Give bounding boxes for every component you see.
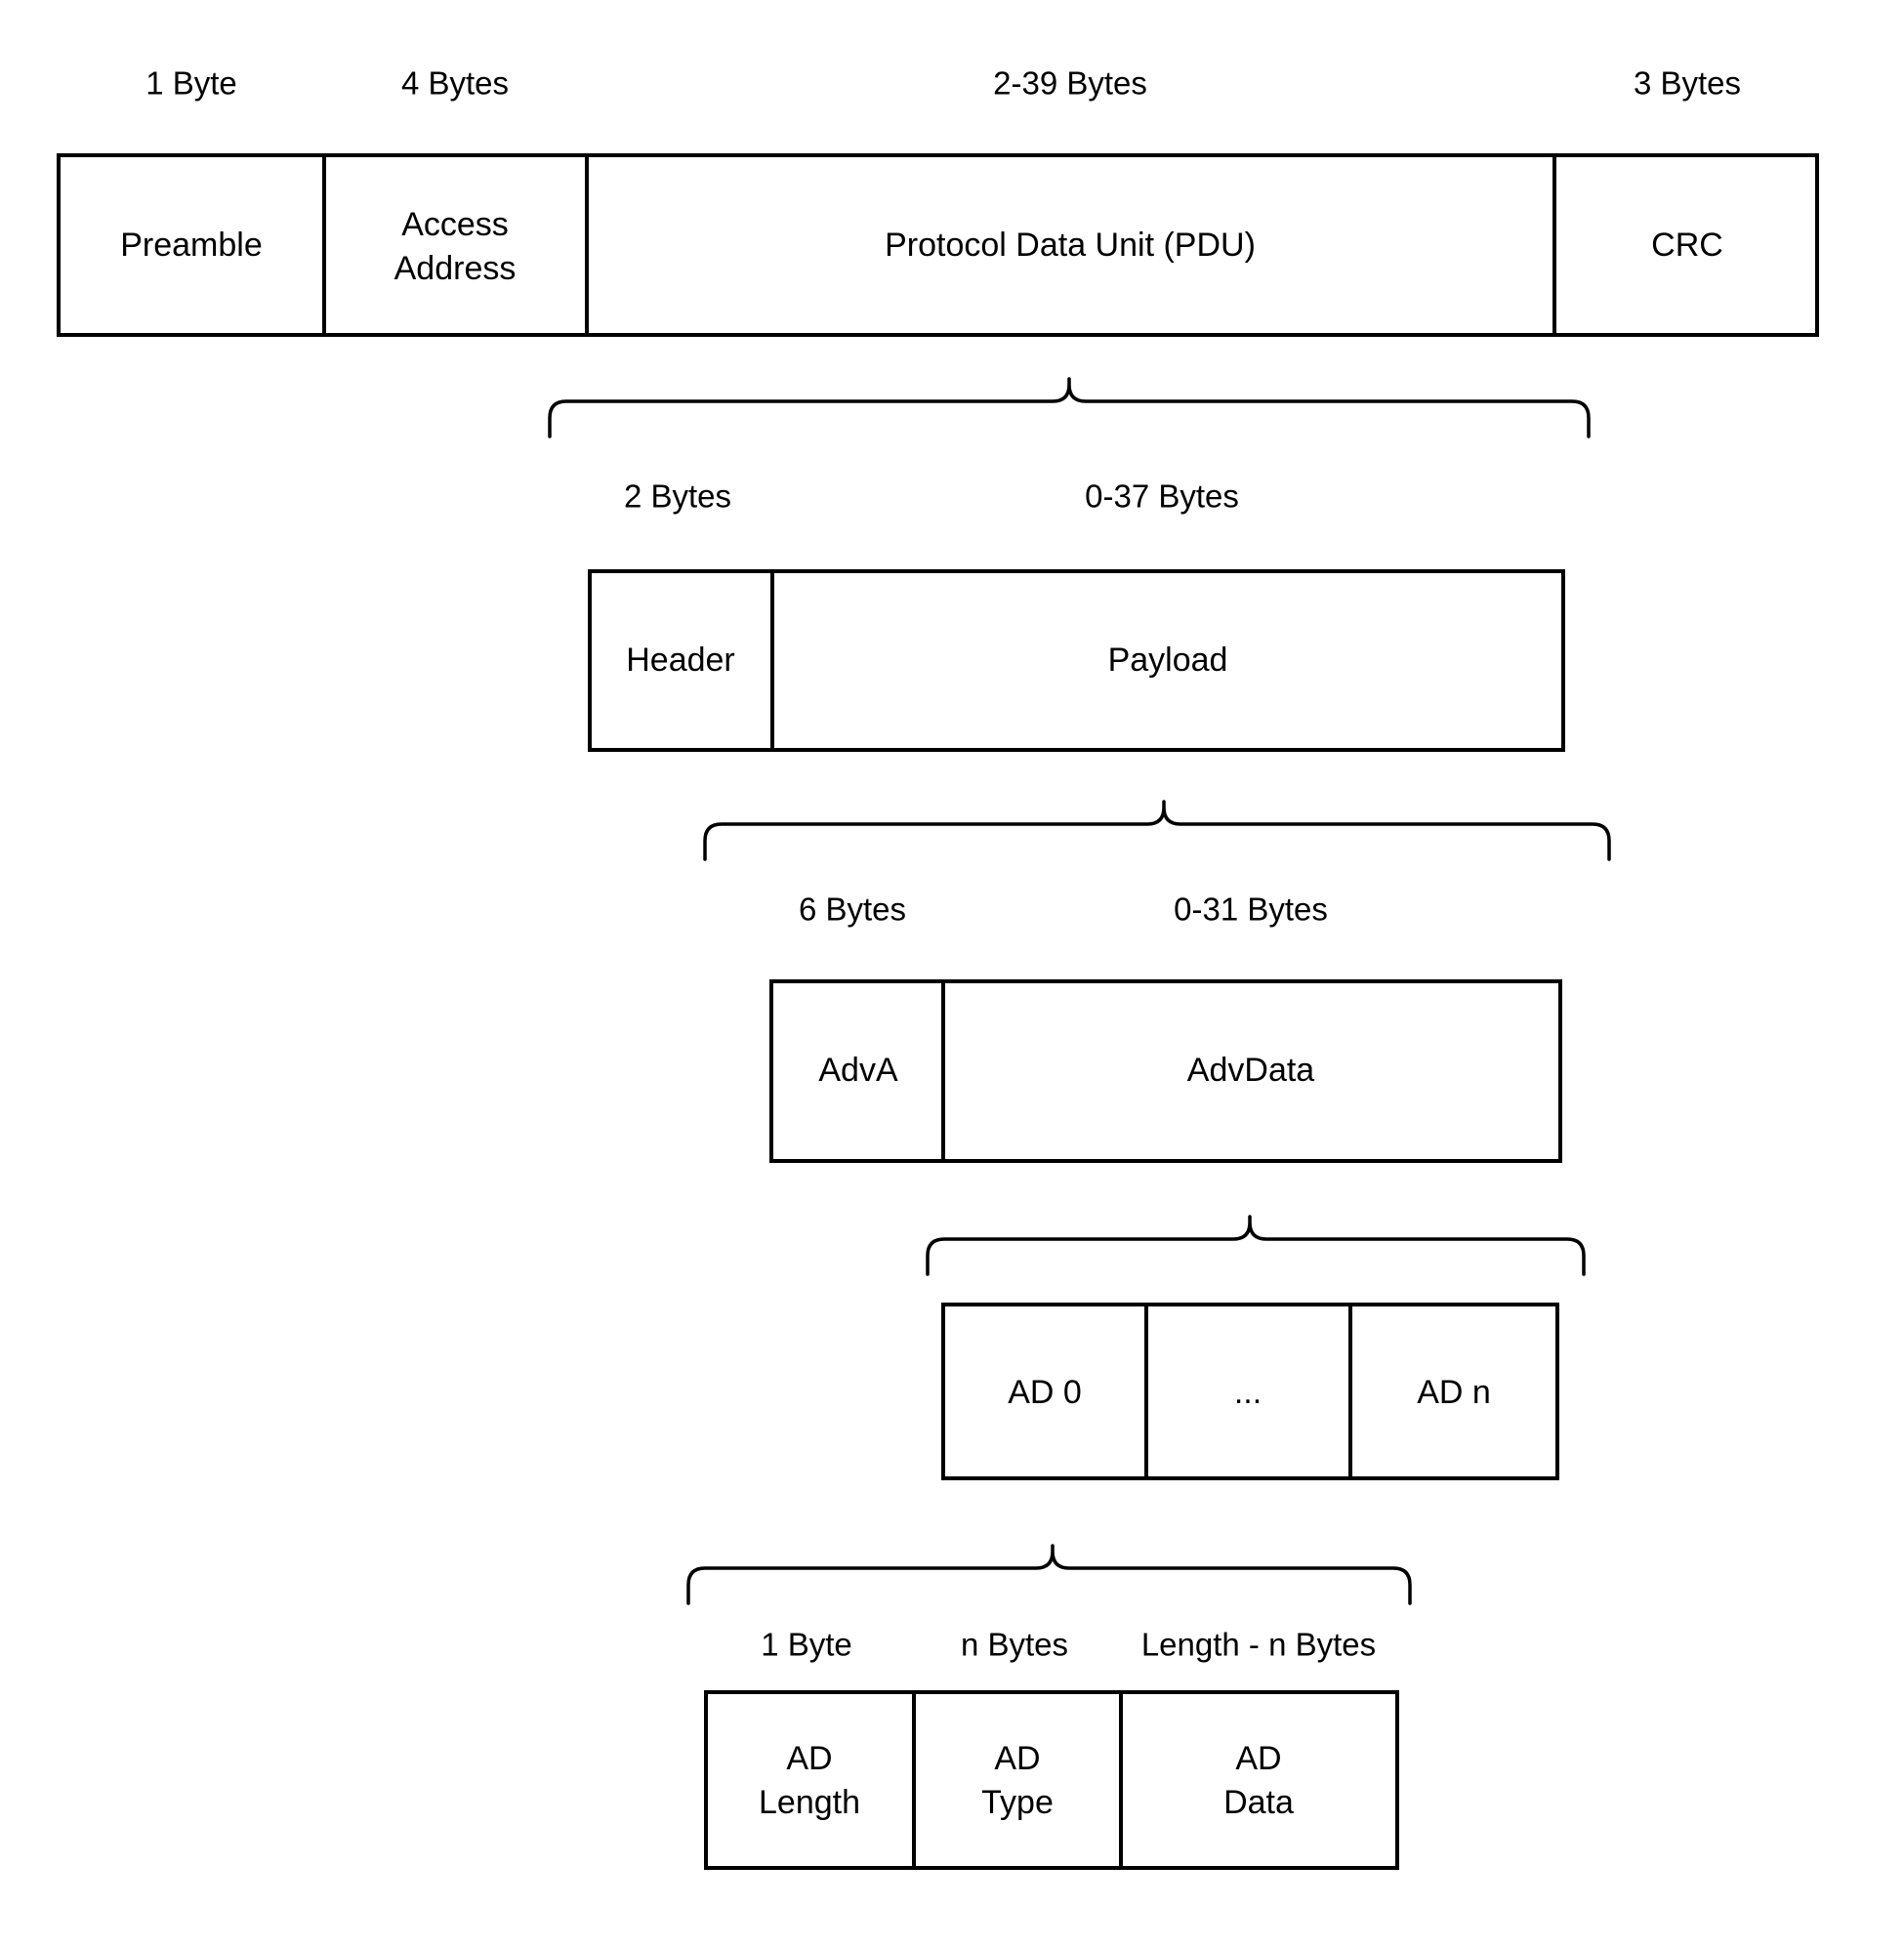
size-label-adva: 6 Bytes [799,891,906,928]
brace-path-advdata [926,1215,1586,1276]
cell-label-ad-type-1: AD [994,1740,1040,1777]
size-label-ad-length: 1 Byte [761,1627,852,1663]
brace-path-ad-structure [686,1544,1412,1605]
cell-label-ad-data-2: Data [1223,1784,1294,1821]
brace-path-pdu [548,377,1591,438]
size-label-preamble: 1 Byte [145,65,237,102]
size-label-ad-type: n Bytes [961,1627,1068,1663]
cell-label-pdu: Protocol Data Unit (PDU) [885,227,1256,264]
brace-pdu [548,377,1591,438]
cell-label-address: Address [394,250,517,287]
cell-label-ad-type-2: Type [981,1784,1054,1821]
row5-outer-rect [704,1690,1399,1870]
row-pdu: 2 Bytes 0-37 Bytes Header Payload [588,478,1565,752]
row2-outer-rect [588,569,1565,752]
cell-label-ad-n: AD n [1417,1374,1491,1411]
row-advdata-structures: AD 0 ... AD n [941,1303,1559,1480]
size-label-access-address: 4 Bytes [401,65,509,102]
row-ad-structure: 1 Byte n Bytes Length - n Bytes AD Lengt… [704,1627,1399,1870]
size-label-crc: 3 Bytes [1634,65,1741,102]
cell-label-ad-0: AD 0 [1008,1374,1082,1411]
cell-label-access: Access [401,206,509,243]
brace-payload [703,800,1611,861]
row3-outer-rect [769,979,1562,1163]
row4-outer-rect [941,1303,1559,1480]
row-link-layer-packet: 1 Byte 4 Bytes 2-39 Bytes 3 Bytes Preamb… [57,65,1819,337]
cell-label-ad-data-1: AD [1235,1740,1281,1777]
row1-outer-rect [57,153,1819,337]
cell-label-ellipsis: ... [1234,1374,1262,1411]
cell-label-header: Header [626,642,735,679]
brace-path-payload [703,800,1611,861]
size-label-advdata: 0-31 Bytes [1174,891,1328,928]
brace-ad-structure [686,1544,1412,1605]
cell-label-ad-length-1: AD [786,1740,832,1777]
size-label-payload: 0-37 Bytes [1085,478,1239,515]
row-payload: 6 Bytes 0-31 Bytes AdvA AdvData [769,891,1562,1163]
size-label-pdu: 2-39 Bytes [993,65,1147,102]
size-label-header: 2 Bytes [624,478,731,515]
cell-label-advdata: AdvData [1187,1052,1314,1089]
cell-label-ad-length-2: Length [759,1784,860,1821]
cell-label-crc: CRC [1651,227,1723,264]
size-label-ad-data: Length - n Bytes [1141,1627,1376,1663]
cell-label-preamble: Preamble [120,227,263,264]
cell-label-payload: Payload [1108,642,1228,679]
brace-advdata [926,1215,1586,1276]
cell-label-adva: AdvA [818,1052,898,1089]
